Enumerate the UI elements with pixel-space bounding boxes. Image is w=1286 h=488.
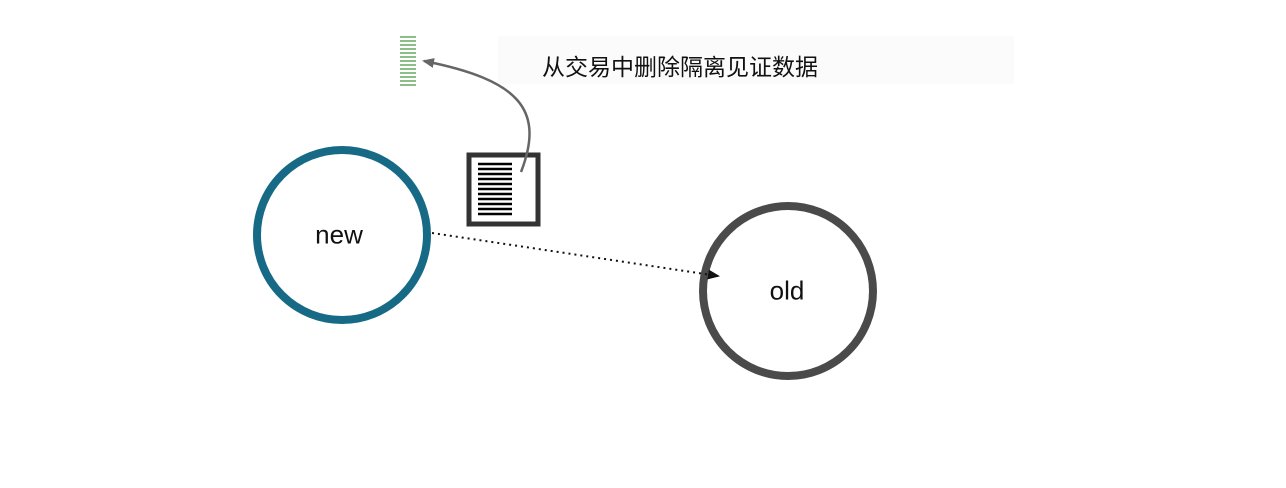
new-node-circle xyxy=(253,146,431,324)
transaction-document-icon xyxy=(466,152,541,227)
old-node-label: old xyxy=(769,275,805,306)
caption-text: 从交易中删除隔离见证数据 xyxy=(542,55,818,81)
caption-background xyxy=(498,36,1014,84)
witness-data-icon xyxy=(400,36,416,86)
remove-witness-arrow xyxy=(422,58,531,173)
old-node-circle xyxy=(699,202,877,380)
relay-dotted-arrow xyxy=(431,232,720,280)
new-node-label: new xyxy=(315,219,363,250)
